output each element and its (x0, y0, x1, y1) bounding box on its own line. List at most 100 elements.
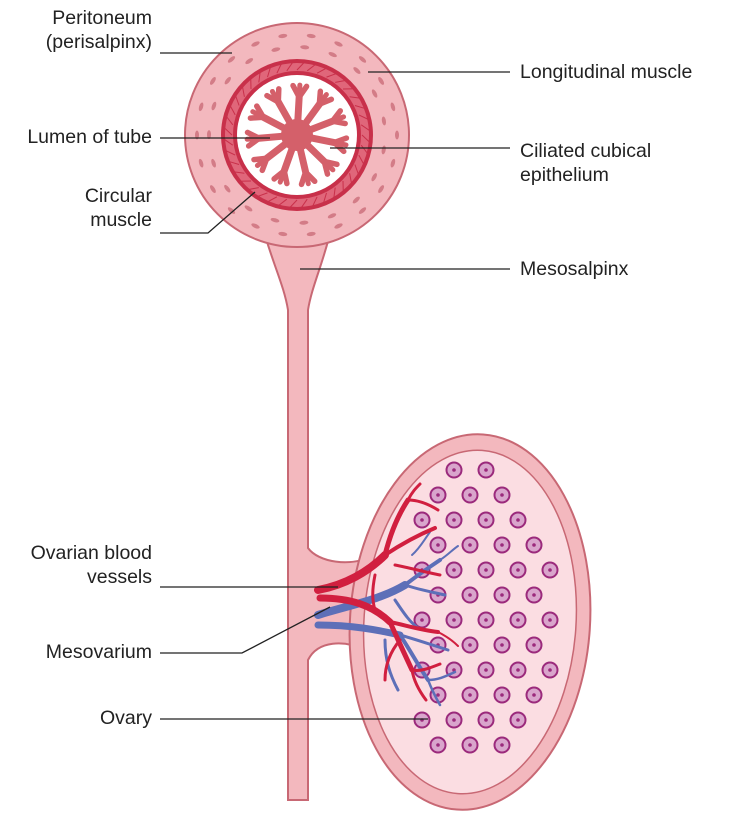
hatch-line (360, 124, 373, 133)
fold-tip (316, 92, 329, 107)
fold-tip (321, 158, 336, 173)
follicle-oocyte (468, 743, 472, 747)
follicle-oocyte (516, 568, 520, 572)
longitudinal-muscle-fibres (195, 33, 399, 237)
hatch-line (335, 79, 349, 83)
fold-branch (296, 145, 310, 176)
follicle-oocyte (548, 668, 552, 672)
muscle-fibre-dash (278, 33, 288, 39)
hatch-line (354, 164, 360, 177)
muscle-fibre-dash (278, 231, 288, 237)
hatch-line (276, 198, 288, 208)
leader-circular (160, 191, 256, 234)
label-peritoneum: Peritoneum (perisalpinx) (45, 7, 152, 53)
follicle-oocyte (516, 718, 520, 722)
hatch-line (333, 187, 336, 201)
follicle-oocyte (468, 593, 472, 597)
hatch-line (226, 160, 240, 165)
follicle-oocyte (452, 618, 456, 622)
muscle-fibre-dash (353, 67, 361, 74)
hatch-line (224, 114, 234, 126)
follicle-oocyte (500, 693, 504, 697)
follicle-oocyte (548, 568, 552, 572)
fold-tip (296, 82, 303, 100)
label-ovarian-blood-vessels: Ovarian blood vessels (30, 542, 152, 588)
label-mesosalpinx: Mesosalpinx (520, 258, 629, 280)
hatch-line (358, 114, 371, 121)
fold-branch (301, 100, 323, 128)
muscle-fibre-dash (306, 33, 316, 39)
muscle-fibre-dash (209, 185, 216, 194)
hatch-line (228, 103, 236, 116)
hatch-line (326, 72, 339, 78)
follicle-oocyte (516, 668, 520, 672)
hatch-line (349, 173, 353, 187)
muscle-fibre-dash (251, 41, 260, 47)
muscle-fibre-dash (395, 130, 399, 140)
mesosalpinx-stalk (260, 224, 377, 801)
muscle-fibre-dash (270, 217, 280, 223)
hatch-line (255, 192, 268, 198)
follicle-oocyte (484, 668, 488, 672)
fold-tip (250, 109, 266, 120)
follicle-oocyte (468, 543, 472, 547)
fold-tip (303, 169, 311, 187)
hatch-line (361, 134, 372, 145)
muscle-fibre-dash (327, 213, 337, 219)
muscle-fibre-dash (227, 56, 236, 63)
fold-branch (307, 134, 338, 147)
muscle-fibre-dash (209, 76, 216, 85)
muscle-fibre-dash (198, 102, 204, 112)
hatch-line (306, 62, 318, 72)
ovarian-arteries (314, 482, 459, 702)
follicle-oocyte (484, 718, 488, 722)
muscle-fibre-dash (299, 220, 309, 225)
follicle-oocyte (516, 518, 520, 522)
hatch-line (349, 96, 363, 99)
muscle-fibre-dash (334, 41, 343, 47)
hatch-line (231, 171, 245, 174)
muscle-fibre-dash (378, 185, 385, 194)
follicle-oocyte (484, 568, 488, 572)
follicle-oocyte (468, 693, 472, 697)
follicle-oocyte (548, 618, 552, 622)
hatch-line (234, 93, 240, 106)
follicle-oocyte (420, 618, 424, 622)
muscle-fibre-dash (328, 52, 337, 58)
label-mesovarium: Mesovarium (45, 641, 152, 663)
muscle-fibre-dash (378, 76, 385, 85)
fold-tip (254, 155, 270, 169)
follicle-oocyte (532, 693, 536, 697)
hatch-line (360, 144, 370, 156)
follicle-oocyte (452, 718, 456, 722)
follicle-oocyte (500, 593, 504, 597)
label-ovary: Ovary (99, 707, 152, 729)
muscle-fibre-dash (227, 207, 236, 214)
follicle-oocyte (452, 568, 456, 572)
follicle-oocyte (452, 468, 456, 472)
hatch-line (299, 198, 308, 211)
hatch-line (265, 196, 278, 204)
leader-lines (160, 52, 510, 720)
muscle-fibre-dash (334, 223, 343, 229)
follicle-oocyte (500, 643, 504, 647)
fold-tip (329, 114, 347, 124)
follicle-oocyte (468, 643, 472, 647)
fold-branch (306, 117, 336, 134)
muscle-fibre-dash (211, 158, 216, 168)
muscle-fibre-dash (358, 56, 367, 63)
follicle-oocyte (516, 618, 520, 622)
follicle-oocyte (436, 543, 440, 547)
muscle-fibre-dash (198, 158, 204, 168)
muscle-fibre-dash (195, 130, 199, 140)
fold-core (281, 119, 313, 151)
muscle-fibre-dash (224, 184, 231, 193)
follicle-oocyte (532, 543, 536, 547)
follicle-oocyte (452, 518, 456, 522)
follicle-oocyte (500, 743, 504, 747)
muscle-fibre-dash (390, 158, 396, 168)
muscle-fibre-dash (251, 223, 260, 229)
follicle-oocyte (532, 643, 536, 647)
label-circular-muscle: Circular muscle (84, 185, 152, 231)
follicle-oocyte (468, 493, 472, 497)
